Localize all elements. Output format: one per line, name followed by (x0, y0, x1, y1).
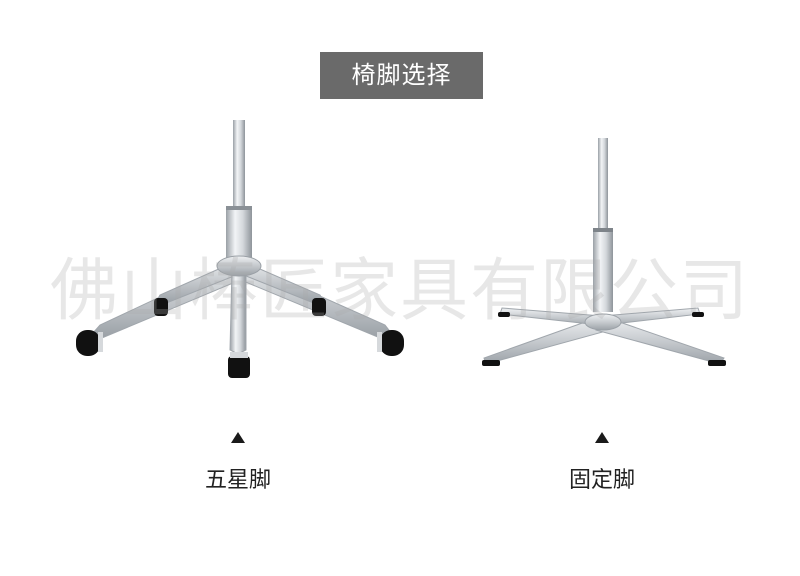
triangle-up-icon (595, 432, 609, 443)
five-star-base-image (76, 120, 404, 378)
option-label-fixed: 固定脚 (568, 468, 635, 493)
triangle-up-icon (231, 432, 245, 443)
fixed-base-image (482, 138, 726, 366)
option-label-five-star: 五星脚 (204, 468, 271, 493)
section-title: 椅脚选择 (320, 52, 483, 99)
